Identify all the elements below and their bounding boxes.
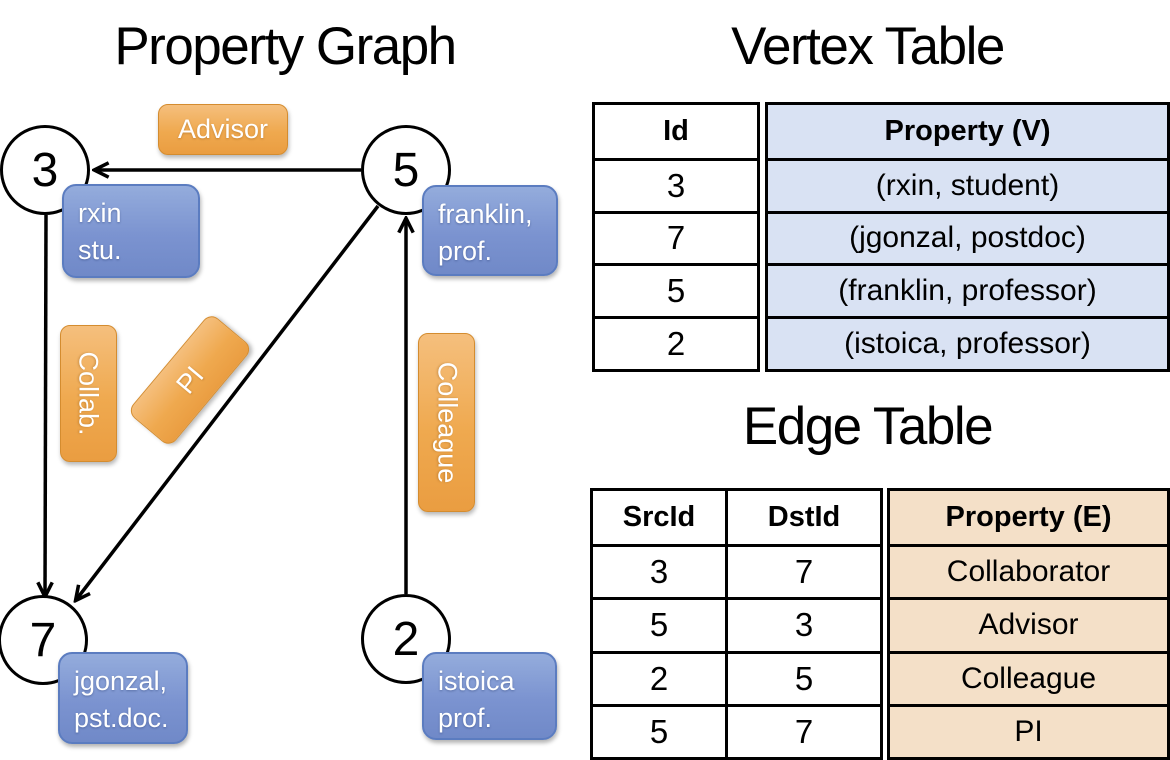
vertex-property-line: istoica [438, 666, 515, 696]
vertex-property-box-istoica: istoica prof. [422, 652, 557, 740]
vertex-table-property-column: Property (V) (rxin, student) (jgonzal, p… [765, 102, 1170, 372]
edge-table-header-dstid: DstId [725, 491, 880, 545]
edge-table-property-cell: PI [890, 703, 1167, 757]
vertex-table-header-id: Id [663, 114, 689, 147]
edge-table-dst-cell: 3 [725, 597, 880, 651]
vertex-table-id-cell: 2 [595, 316, 757, 369]
vertex-node-7-id: 7 [29, 613, 57, 667]
edge-table-dst-cell: 7 [725, 703, 880, 757]
vertex-table-title: Vertex Table [731, 17, 1005, 76]
edge-label-collab: Collab. [60, 325, 117, 462]
edge-label-colleague-text: Colleague [432, 361, 462, 484]
edge-table-property-cell: Collaborator [890, 544, 1167, 597]
vertex-table-property-cell: (istoica, professor) [768, 316, 1167, 369]
vertex-property-box-rxin: rxin stu. [62, 184, 200, 278]
vertex-table-property-cell: (franklin, professor) [768, 263, 1167, 316]
edge-table-id-columns: SrcId DstId 3 7 5 3 2 5 5 7 [590, 488, 883, 760]
vertex-table-property-cell: (rxin, student) [768, 157, 1167, 211]
vertex-table-id-column: Id 3 7 5 2 [592, 102, 760, 372]
vertex-property-line: jgonzal, [74, 666, 168, 696]
vertex-node-5-id: 5 [392, 143, 420, 197]
edge-table-title: Edge Table [742, 397, 994, 456]
vertex-property-box-franklin: franklin, prof. [422, 185, 558, 276]
edge-table-src-cell: 3 [593, 544, 725, 597]
vertex-table-id-cell: 3 [595, 157, 757, 211]
edge-table-dst-cell: 5 [725, 650, 880, 704]
edge-table-property-cell: Advisor [890, 597, 1167, 650]
edge-label-advisor: Advisor [158, 104, 288, 155]
edge-table-dst-cell: 7 [725, 544, 880, 598]
vertex-property-line: prof. [438, 703, 493, 734]
vertex-table: Id 3 7 5 2 Property (V) (rxin, student) … [592, 102, 1170, 372]
edge-table: SrcId DstId 3 7 5 3 2 5 5 7 Property (E)… [590, 488, 1170, 760]
vertex-property-line: rxin [78, 198, 122, 228]
vertex-node-5: 5 [361, 125, 451, 215]
edge-label-collab-text: Collab. [74, 351, 105, 436]
vertex-table-property-cell: (jgonzal, postdoc) [768, 210, 1167, 264]
vertex-property-line: prof. [438, 236, 493, 267]
vertex-property-box-jgonzal: jgonzal, pst.doc. [58, 652, 188, 744]
edge-table-src-cell: 5 [593, 597, 725, 650]
edge-table-header-property: Property (E) [945, 501, 1112, 534]
edge-table-header-srcid: SrcId [622, 501, 696, 534]
vertex-node-2-id: 2 [392, 612, 420, 666]
vertex-property-line: stu. [78, 235, 122, 266]
edge-table-src-cell: 5 [593, 703, 725, 757]
edge-label-advisor-text: Advisor [177, 114, 269, 144]
edge-label-colleague: Colleague [418, 333, 475, 512]
vertex-table-id-cell: 5 [595, 263, 757, 316]
vertex-node-2: 2 [361, 594, 451, 684]
property-graph-title: Property Graph [114, 17, 457, 76]
vertex-table-header-property: Property (V) [884, 114, 1051, 147]
edge-table-property-column: Property (E) Collaborator Advisor Collea… [887, 488, 1170, 760]
edge-arrow-pi-5-to-7 [76, 204, 380, 600]
vertex-table-id-cell: 7 [595, 210, 757, 264]
edge-table-property-cell: Colleague [890, 650, 1167, 704]
vertex-property-line: franklin, [438, 199, 533, 229]
vertex-node-3-id: 3 [31, 143, 59, 197]
vertex-property-line: pst.doc. [74, 703, 169, 734]
graph-edges-canvas [0, 0, 590, 760]
edge-arrow-collab-3-to-7 [45, 214, 46, 596]
edge-label-pi-text: PI [169, 360, 210, 400]
edge-table-src-cell: 2 [593, 650, 725, 704]
